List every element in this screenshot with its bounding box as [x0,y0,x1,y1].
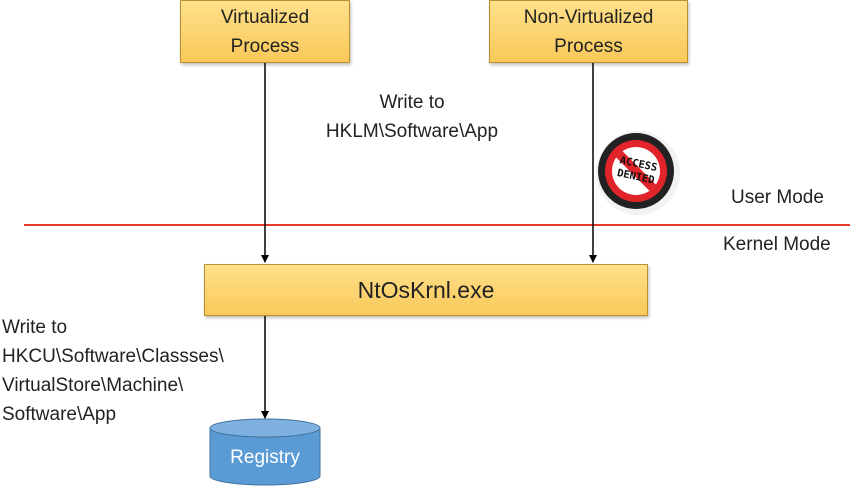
access-denied-sign-icon [596,131,680,215]
virtualized-process-line1: Virtualized [220,6,310,28]
write-hklm-line2: HKLM\Software\App [325,121,499,142]
registry-label: Registry [230,447,300,468]
kernel-box: NtOsKrnl.exe [204,264,648,316]
non-virtualized-process-line1: Non-Virtualized [523,6,654,28]
write-hklm-line1: Write to [379,92,445,113]
non-virtualized-process-box: Non-Virtualized Process [489,0,688,63]
kernel-mode-label: Kernel Mode [723,234,831,255]
write-hkcu-line3: VirtualStore\Machine\ [2,375,184,396]
write-hkcu-line1: Write to [2,317,68,338]
write-hklm-annotation: Write to HKLM\Software\App [312,88,512,146]
write-hkcu-line2: HKCU\Software\Classses\ [2,346,224,367]
write-hkcu-line4: Software\App [2,404,117,425]
virtualized-process-line2: Process [230,35,300,57]
non-virtualized-process-line2: Process [554,35,623,57]
write-hkcu-annotation: Write to HKCU\Software\Classses\ Virtual… [2,313,224,429]
user-mode-label: User Mode [731,187,824,208]
kernel-label: NtOsKrnl.exe [357,276,495,303]
registry-cylinder-icon [209,418,321,486]
virtualized-process-box: Virtualized Process [180,0,350,63]
